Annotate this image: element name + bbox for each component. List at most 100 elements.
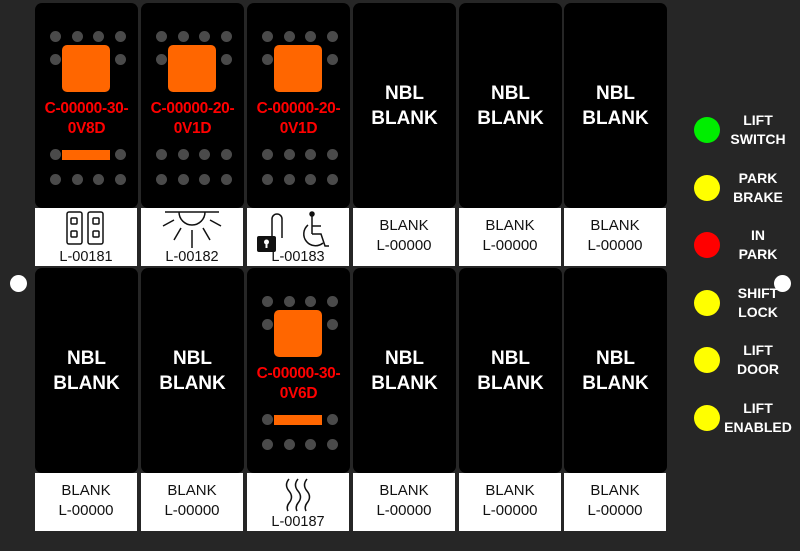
led-dot: [93, 174, 104, 185]
indicator-led-3: [694, 232, 720, 259]
switch-code: C-00000-20-: [150, 100, 235, 117]
label-code: L-00187: [271, 514, 325, 530]
label-title: BLANK: [167, 482, 217, 499]
legend-label-4: BLANK L-00000: [353, 208, 455, 266]
label-title: BLANK: [379, 217, 429, 234]
switch-text-line: BLANK: [53, 373, 120, 394]
indicator-label-line: ENABLED: [724, 419, 792, 435]
led-dot: [50, 174, 61, 185]
label-text: BLANK L-00000: [564, 208, 666, 256]
legend-label-1: L-00181: [35, 208, 137, 266]
led-dot: [284, 149, 295, 160]
led-dot: [327, 31, 338, 42]
switch-code: 0V1D: [173, 120, 212, 137]
led-dot: [115, 149, 126, 160]
label-code: L-00000: [376, 237, 432, 254]
lens-window: [274, 310, 322, 357]
led-dot: [305, 174, 316, 185]
mounting-hole-right: [774, 275, 791, 292]
switch-text-line: BLANK: [371, 373, 438, 394]
indicator-label-line: PARK: [738, 246, 778, 263]
led-dot: [327, 149, 338, 160]
rocker-switch-3[interactable]: C-00000-20-0V1D: [247, 3, 350, 208]
led-dot: [50, 54, 61, 65]
legend-label-3: L-00183: [247, 208, 349, 266]
led-dot: [156, 54, 167, 65]
led-dot: [156, 174, 167, 185]
led-dot: [199, 174, 210, 185]
led-dot: [327, 174, 338, 185]
led-dot: [115, 31, 126, 42]
legend-label-2: L-00182: [141, 208, 243, 266]
switch-code: 0V6D: [279, 385, 318, 402]
led-dot: [72, 174, 83, 185]
rocker-switch-9[interactable]: C-00000-30- 0V6D: [247, 268, 350, 473]
switch-code: C-00000-30-: [256, 365, 341, 382]
led-dot: [327, 319, 338, 330]
led-dot: [262, 31, 273, 42]
switch-code: 0V1D: [279, 120, 318, 137]
switch-text: NBL BLANK: [35, 346, 138, 396]
led-dot: [327, 296, 338, 307]
led-dot: [199, 149, 210, 160]
led-dot: [327, 414, 338, 425]
label-code: L-00000: [587, 237, 643, 254]
rocker-switch-2[interactable]: C-00000-20- 0V1D: [141, 3, 244, 208]
indicator-label-line: LIFT: [743, 112, 773, 128]
rocker-switch-7[interactable]: NBL BLANK: [35, 268, 138, 473]
led-dot: [305, 296, 316, 307]
switch-text-line: BLANK: [582, 373, 649, 394]
switch-text-line: BLANK: [371, 108, 438, 129]
rocker-switch-1[interactable]: C-00000-30-0V8D: [35, 3, 138, 208]
led-dot: [305, 31, 316, 42]
led-dot: [221, 149, 232, 160]
led-dot: [50, 31, 61, 42]
indicator-bar: [62, 150, 110, 160]
label-title: BLANK: [590, 482, 640, 499]
lens-window: [274, 45, 322, 92]
led-dot: [178, 174, 189, 185]
led-dot: [221, 54, 232, 65]
switch-text-line: NBL: [490, 348, 531, 369]
led-dot: [199, 31, 210, 42]
led-dot: [262, 414, 273, 425]
label-code: L-00000: [58, 502, 114, 519]
indicator-led-6: [694, 405, 720, 431]
indicator-led-4: [694, 289, 720, 316]
switch-text-line: NBL: [66, 348, 107, 369]
indicator-label-line: LIFT: [743, 400, 773, 416]
led-dot: [178, 149, 189, 160]
indicator-label-line: DOOR: [737, 361, 779, 378]
led-dot: [115, 54, 126, 65]
led-dot: [221, 31, 232, 42]
label-code: L-00000: [482, 237, 538, 254]
indicator-label-line: BRAKE: [733, 188, 783, 205]
label-code: L-00182: [165, 249, 219, 265]
led-dot: [305, 149, 316, 160]
label-title: BLANK: [590, 217, 640, 234]
switch-text-line: NBL: [172, 348, 213, 369]
indicator-label: LIFT ENABLED: [720, 399, 796, 437]
led-dot: [262, 296, 273, 307]
lens-window: [62, 45, 110, 92]
